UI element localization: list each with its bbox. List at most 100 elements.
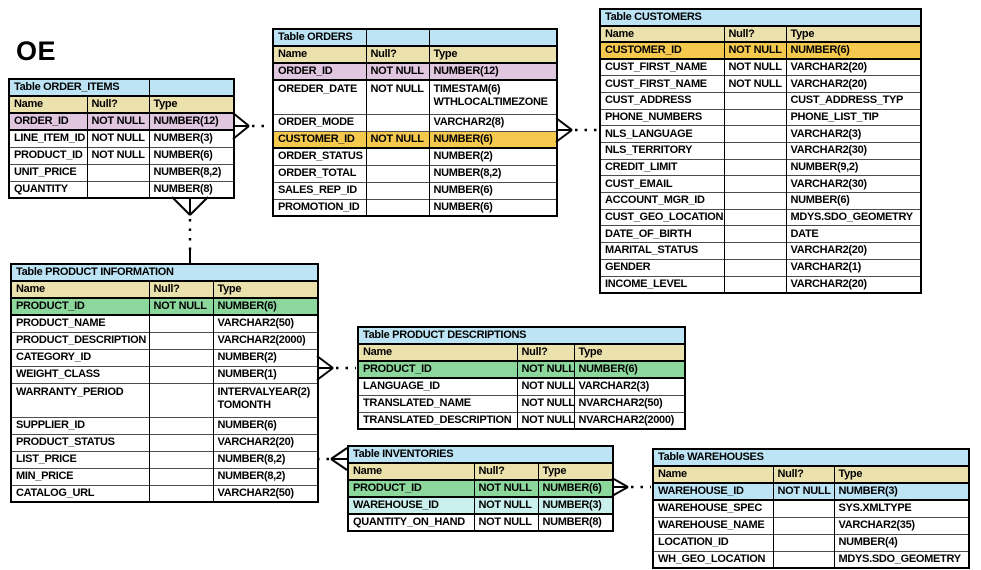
field-null: [723, 225, 786, 243]
field-null: [148, 314, 213, 332]
field-type: NUMBER(12): [148, 112, 235, 131]
field-name: PROMOTION_ID: [272, 198, 366, 216]
field-null: NOT NULL: [723, 41, 786, 61]
field-name: TRANSLATED_NAME: [357, 394, 517, 412]
field-name: CUST_FIRST_NAME: [599, 58, 724, 76]
field-name: ORDER_STATUS: [272, 147, 366, 165]
field-name: LOCATION_ID: [652, 533, 773, 551]
field-null: [148, 331, 213, 349]
column-header: Null?: [516, 343, 574, 362]
table-title-spacer: [148, 79, 235, 97]
field-type: NUMBER(8,2): [212, 467, 319, 485]
field-name: SALES_REP_ID: [272, 181, 366, 199]
field-type: NUMBER(4): [833, 533, 970, 551]
field-null: [148, 433, 213, 451]
field-type: VARCHAR2(20): [785, 75, 922, 93]
field-type: NUMBER(6): [148, 146, 235, 164]
table-row: NLS_LANGUAGE VARCHAR2(3): [599, 125, 922, 143]
field-null: NOT NULL: [516, 411, 574, 429]
field-null: [365, 164, 429, 182]
column-header: Name: [357, 343, 517, 362]
field-name: QUANTITY_ON_HAND: [347, 513, 474, 531]
field-type: CUST_ADDRESS_TYP: [785, 91, 922, 110]
column-header: Type: [785, 25, 922, 44]
field-type: NUMBER(6): [428, 198, 557, 216]
field-name: MIN_PRICE: [10, 467, 149, 485]
connector-inventories-warehouses: [611, 477, 651, 497]
field-null: [148, 467, 213, 485]
field-null: [365, 181, 429, 199]
field-type: NVARCHAR2(50): [573, 394, 686, 412]
field-type: VARCHAR2(3): [785, 125, 922, 143]
column-header: Name: [599, 25, 724, 44]
field-type: MDYS.SDO_GEOMETRY: [785, 208, 922, 226]
field-type: VARCHAR2(50): [212, 484, 319, 502]
field-type: NUMBER(6): [212, 416, 319, 434]
field-type: NUMBER(2): [428, 147, 557, 165]
field-type: VARCHAR2(30): [785, 142, 922, 160]
field-type: VARCHAR2(2000): [212, 331, 319, 349]
field-name: MARITAL_STATUS: [599, 242, 724, 260]
field-type: NUMBER(12): [428, 62, 557, 81]
field-type: VARCHAR2(1): [785, 258, 922, 276]
field-null: NOT NULL: [365, 79, 429, 114]
table-row: CATALOG_URL VARCHAR2(50): [10, 484, 319, 502]
table-row: ORDER_MODE VARCHAR2(8): [272, 113, 557, 131]
field-name: CUST_FIRST_NAME: [599, 75, 724, 93]
field-null: [772, 516, 834, 534]
field-null: [723, 108, 786, 126]
column-header: Type: [833, 465, 970, 484]
field-name: CREDIT_LIMIT: [599, 158, 724, 176]
field-null: [723, 158, 786, 176]
field-name: CATEGORY_ID: [10, 348, 149, 366]
field-name: CUST_EMAIL: [599, 175, 724, 193]
field-null: [772, 533, 834, 551]
field-name: ORDER_MODE: [272, 113, 366, 131]
field-null: [723, 175, 786, 193]
field-name: UNIT_PRICE: [8, 163, 87, 181]
field-name: ACCOUNT_MGR_ID: [599, 192, 724, 210]
field-null: [86, 163, 150, 181]
field-null: NOT NULL: [86, 129, 150, 147]
field-null: [148, 450, 213, 468]
field-type: NUMBER(8,2): [148, 163, 235, 181]
table-title: Table CUSTOMERS: [599, 9, 922, 27]
field-name: NLS_LANGUAGE: [599, 125, 724, 143]
field-null: [723, 242, 786, 260]
column-header: Type: [212, 280, 319, 299]
schema-name: OE: [16, 36, 57, 66]
field-name: CATALOG_URL: [10, 484, 149, 502]
field-name: TRANSLATED_DESCRIPTION: [357, 411, 517, 429]
field-null: [148, 382, 213, 417]
field-name: WEIGHT_CLASS: [10, 365, 149, 383]
field-null: [148, 416, 213, 434]
field-type: VARCHAR2(20): [785, 58, 922, 76]
field-null: [148, 365, 213, 383]
field-type: VARCHAR2(8): [428, 113, 557, 131]
field-type: TIMESTAM(6)WTHLOCALTIMEZONE: [428, 79, 557, 114]
